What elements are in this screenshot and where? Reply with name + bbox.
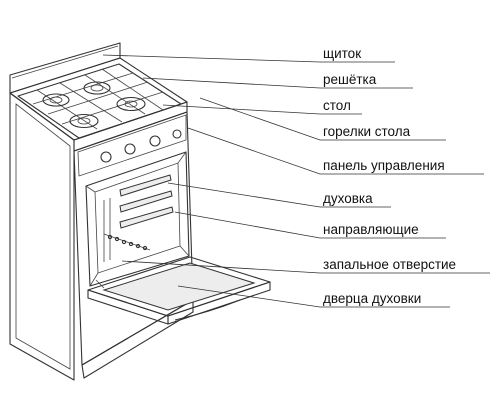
leader-oven-door xyxy=(177,285,450,308)
cooktop-grate xyxy=(17,63,182,139)
leader-guides xyxy=(174,211,446,239)
back-shield xyxy=(9,42,121,94)
label-oven: духовка xyxy=(323,191,373,206)
label-ignition-hole: запальное отверстие xyxy=(323,257,456,272)
label-grate: решётка xyxy=(323,72,377,87)
leader-lines xyxy=(102,54,490,308)
label-burners: горелки стола xyxy=(323,124,411,139)
stove-drawing xyxy=(9,42,271,381)
cooktop-table xyxy=(9,57,188,152)
control-panel xyxy=(77,114,187,177)
label-shield: щиток xyxy=(323,46,361,61)
oven-cavity xyxy=(85,151,190,287)
label-oven-door: дверца духовки xyxy=(323,291,421,306)
leader-shield xyxy=(102,54,395,63)
cooktop-burners xyxy=(42,81,146,129)
leader-table xyxy=(162,104,362,115)
leader-oven xyxy=(167,182,391,208)
label-guides: направляющие xyxy=(323,222,419,237)
label-table: стол xyxy=(323,98,351,113)
oven-guides xyxy=(103,174,174,262)
ignition-holes xyxy=(103,233,151,251)
leader-grate xyxy=(142,77,413,89)
leader-ignition-hole xyxy=(121,260,490,274)
leader-burners xyxy=(199,97,446,141)
leader-control-panel xyxy=(187,127,484,175)
side-panel xyxy=(9,92,75,381)
label-control-panel: панель управления xyxy=(323,158,445,173)
labels: щиток решётка стол горелки стола панель … xyxy=(323,46,456,306)
